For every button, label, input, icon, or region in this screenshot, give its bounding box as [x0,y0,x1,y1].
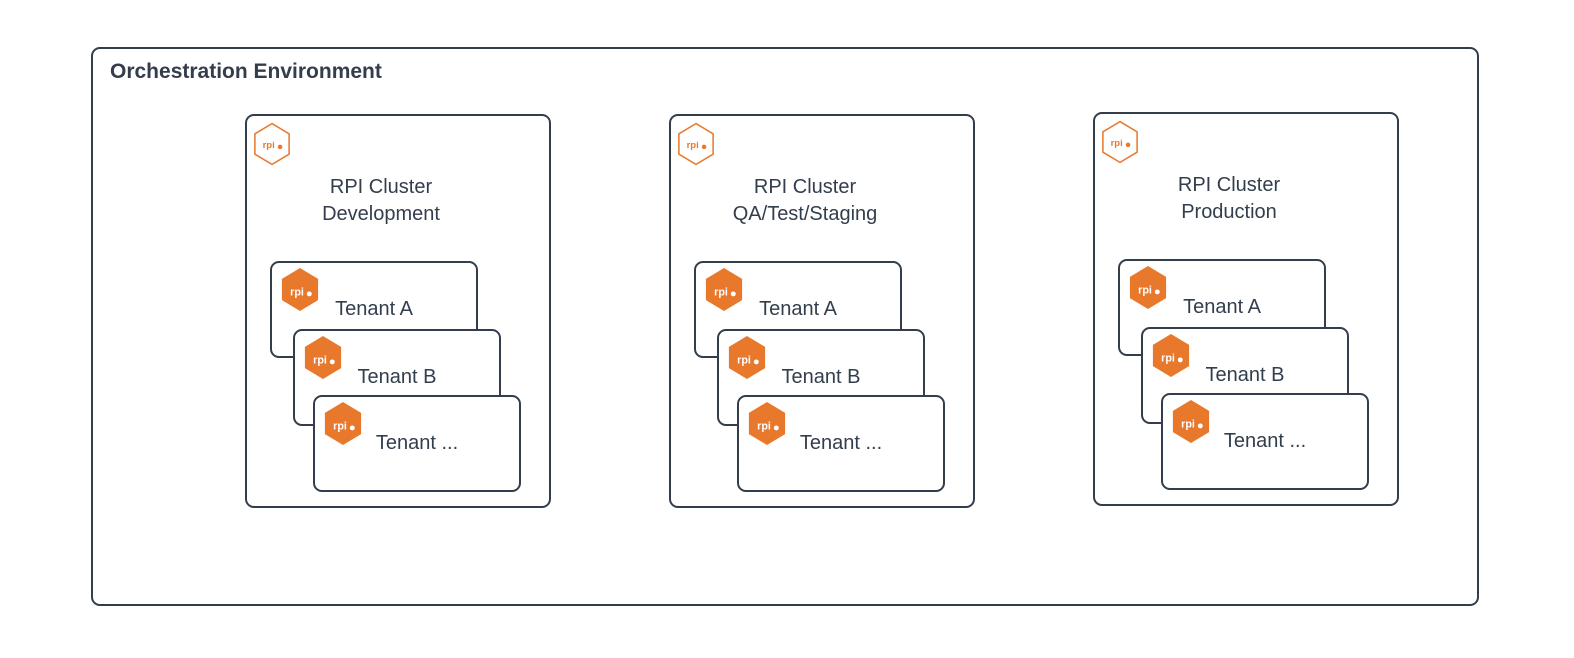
rpi-hexagon-solid-icon: rpi [705,267,743,312]
tenant-card: Tenant ... rpi [737,395,945,492]
svg-text:rpi: rpi [1138,284,1152,296]
svg-text:rpi: rpi [757,420,771,432]
rpi-hexagon-outline-icon: rpi [678,122,714,166]
rpi-hexagon-solid-icon: rpi [304,335,342,380]
tenant-label: Tenant ... [375,432,459,454]
rpi-hexagon-solid-icon: rpi [1152,333,1190,378]
cluster-box-qa-test-staging: rpi RPI Cluster QA/Test/Staging Tenant A… [669,114,975,508]
svg-text:rpi: rpi [1161,352,1175,364]
orchestration-environment-container: Orchestration Environment rpi RPI Cluste… [91,47,1479,606]
cluster-label-line2: Development [322,203,440,225]
rpi-hexagon-solid-icon: rpi [1172,399,1210,444]
cluster-label-line2: Production [1181,201,1277,223]
orchestration-environment-title: Orchestration Environment [110,60,382,83]
cluster-label: RPI Cluster Production [1095,172,1363,226]
tenant-label: Tenant A [335,298,413,320]
svg-text:rpi: rpi [290,286,304,298]
tenant-label: Tenant B [781,366,861,388]
svg-text:rpi: rpi [263,140,275,151]
rpi-hexagon-outline-icon: rpi [1102,120,1138,164]
svg-text:rpi: rpi [313,354,327,366]
tenant-label: Tenant ... [799,432,883,454]
svg-text:rpi: rpi [1111,138,1123,149]
rpi-hexagon-solid-icon: rpi [748,401,786,446]
tenant-label: Tenant B [357,366,437,388]
cluster-box-production: rpi RPI Cluster Production Tenant A rpi … [1093,112,1399,506]
cluster-box-development: rpi RPI Cluster Development Tenant A rpi… [245,114,551,508]
rpi-hexagon-solid-icon: rpi [1129,265,1167,310]
cluster-label-line1: RPI Cluster [1177,174,1281,196]
tenant-label: Tenant B [1205,364,1285,386]
tenant-label: Tenant ... [1223,430,1307,452]
cluster-label: RPI Cluster Development [247,174,515,228]
tenant-label: Tenant A [759,298,837,320]
svg-text:rpi: rpi [737,354,751,366]
svg-text:rpi: rpi [687,140,699,151]
cluster-label-line1: RPI Cluster [753,176,857,198]
rpi-hexagon-solid-icon: rpi [728,335,766,380]
svg-text:rpi: rpi [714,286,728,298]
cluster-label-line2: QA/Test/Staging [732,203,878,225]
svg-text:rpi: rpi [333,420,347,432]
rpi-hexagon-solid-icon: rpi [324,401,362,446]
tenant-label: Tenant A [1183,296,1261,318]
rpi-hexagon-solid-icon: rpi [281,267,319,312]
rpi-hexagon-outline-icon: rpi [254,122,290,166]
cluster-label-line1: RPI Cluster [329,176,433,198]
cluster-label: RPI Cluster QA/Test/Staging [671,174,939,228]
tenant-card: Tenant ... rpi [313,395,521,492]
svg-text:rpi: rpi [1181,418,1195,430]
tenant-card: Tenant ... rpi [1161,393,1369,490]
